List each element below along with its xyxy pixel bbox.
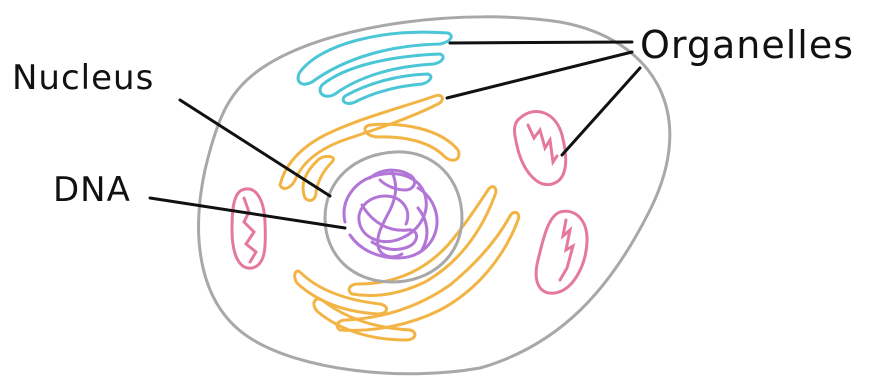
organelles-leader-er <box>447 52 632 98</box>
organelles-label: Organelles <box>640 23 854 67</box>
cell-membrane <box>199 17 670 374</box>
mitochondrion-upper-right <box>515 112 566 185</box>
organelles-leader-mitochondrion <box>562 68 640 155</box>
nucleus-label: Nucleus <box>12 58 154 98</box>
mitochondrion-lower-right <box>536 211 587 293</box>
endoplasmic-reticulum <box>280 95 519 340</box>
dna-label: DNA <box>53 170 131 210</box>
dna-strand <box>344 170 437 258</box>
golgi-apparatus <box>298 32 451 103</box>
mitochondrion-left <box>232 189 265 268</box>
organelles-leader-golgi <box>450 42 632 43</box>
